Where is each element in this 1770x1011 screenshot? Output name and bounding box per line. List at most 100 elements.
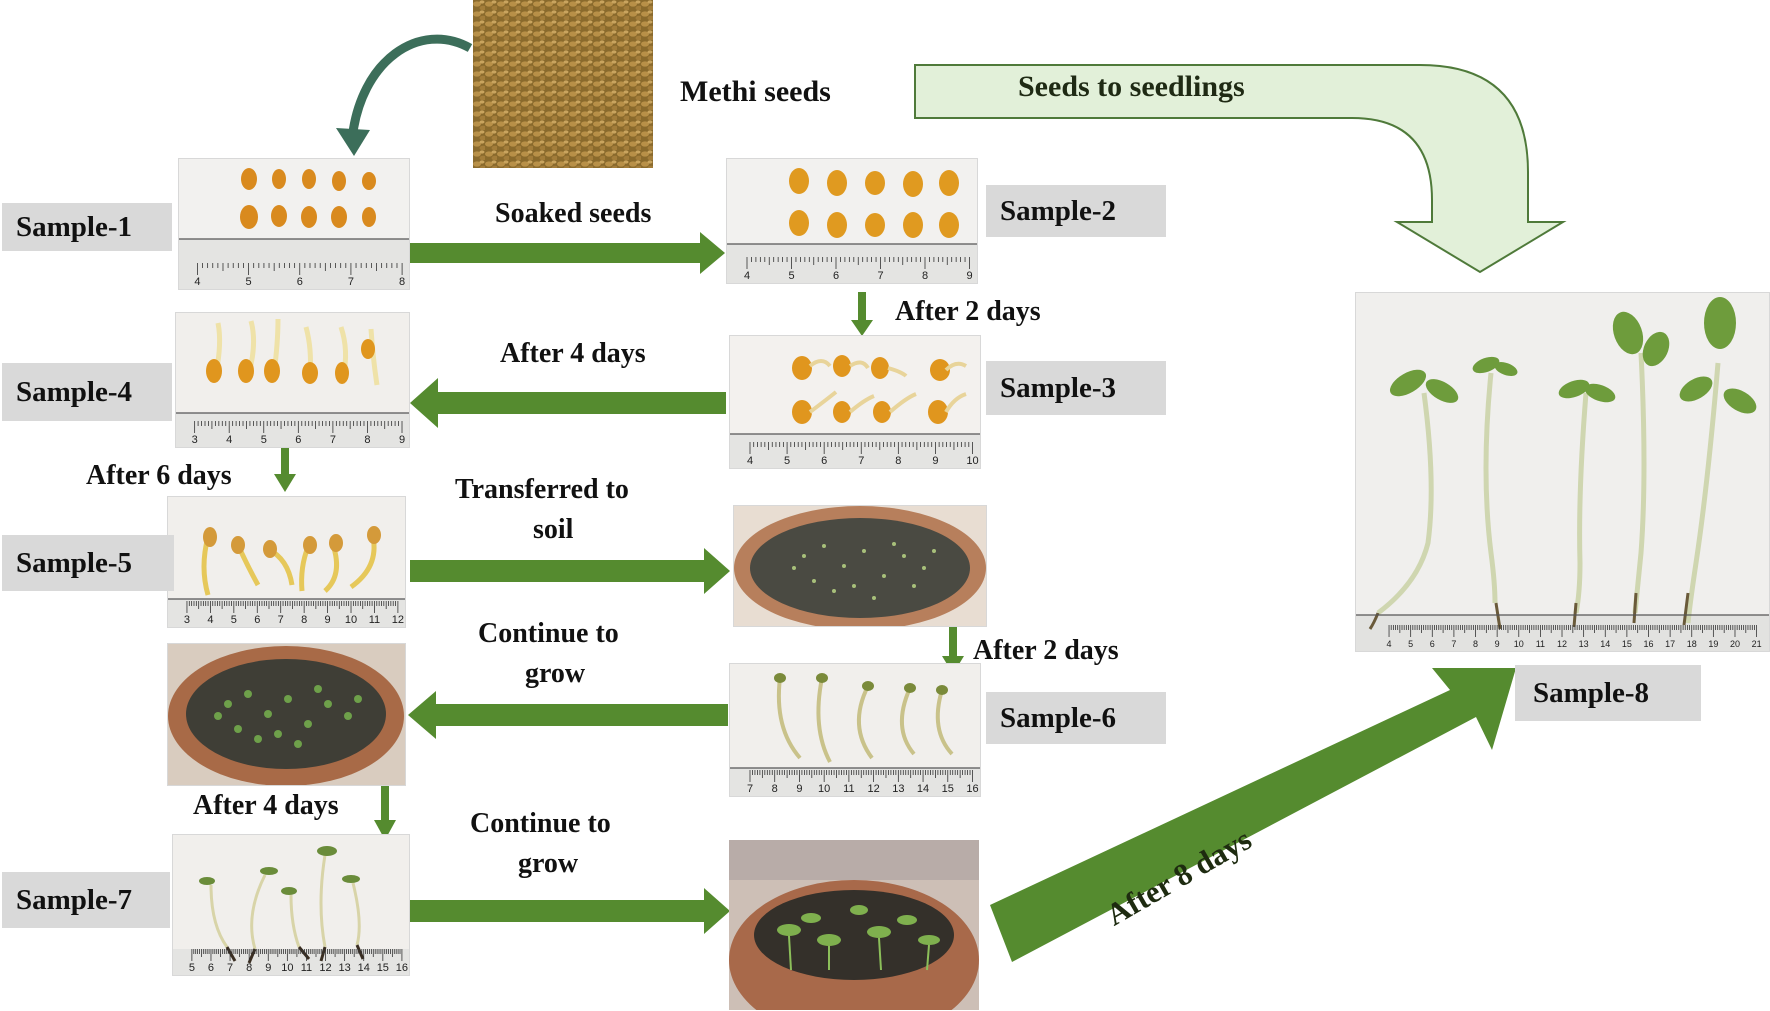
- ruler-tick-label: 4: [744, 270, 750, 282]
- arrow-s3-s4: [410, 378, 726, 428]
- ruler-tick-label: 11: [1536, 639, 1545, 649]
- methi-seeds-caption: Methi seeds: [680, 75, 831, 108]
- ruler-tick-label: 11: [301, 962, 312, 974]
- ruler-tick-label: 3: [192, 434, 198, 446]
- ruler-tick-label: 13: [339, 962, 351, 974]
- ruler-tick-label: 6: [295, 434, 301, 446]
- sample-7-label: Sample-7: [2, 872, 170, 928]
- ruler-tick-label: 12: [392, 614, 404, 626]
- pot-transferred-photo: [733, 505, 987, 627]
- ruler-tick-label: 12: [867, 783, 879, 795]
- ruler-tick-label: 20: [1730, 639, 1740, 649]
- ruler-tick-label: 8: [246, 962, 252, 974]
- ruler-tick-label: 8: [399, 276, 405, 288]
- after-6-days-caption: After 6 days: [86, 460, 232, 491]
- sample-4-label: Sample-4: [2, 363, 172, 421]
- ruler-tick-label: 4: [226, 434, 232, 446]
- ruler-tick-label: 15: [1622, 639, 1632, 649]
- ruler-tick-label: 12: [1557, 639, 1567, 649]
- ruler-tick-label: 21: [1752, 639, 1762, 649]
- sample-1-label: Sample-1: [2, 203, 172, 251]
- ruler-tick-label: 5: [246, 276, 252, 288]
- arrow-pot-s7: [374, 784, 396, 840]
- ruler-tick-label: 7: [877, 270, 883, 282]
- sample-6-photo: 7 8 9 10 11 12 13 14 15 16: [729, 663, 981, 797]
- ruler-tick-label: 7: [330, 434, 336, 446]
- seeds-to-seedlings-caption: Seeds to seedlings: [1018, 70, 1245, 103]
- sample-6-label: Sample-6: [986, 692, 1166, 744]
- ruler-tick-label: 8: [1473, 639, 1478, 649]
- arrow-s2-s3: [851, 292, 873, 336]
- arrow-s1-s2: [410, 232, 725, 274]
- ruler-tick-label: 13: [1579, 639, 1589, 649]
- ruler-tick-label: 18: [1687, 639, 1697, 649]
- ruler-tick-label: 6: [254, 614, 260, 626]
- ruler-tick-label: 6: [1430, 639, 1435, 649]
- ruler-tick-label: 8: [301, 614, 307, 626]
- ruler-tick-label: 14: [1600, 639, 1610, 649]
- ruler-tick-label: 7: [278, 614, 284, 626]
- ruler-tick-label: 4: [1387, 639, 1392, 649]
- after-2-days-caption-b: After 2 days: [973, 635, 1119, 666]
- ruler-tick-label: 4: [747, 455, 753, 467]
- continue-caption-b-line2: grow: [518, 848, 579, 879]
- ruler-tick-label: 16: [396, 962, 408, 974]
- ruler-tick-label: 8: [772, 783, 778, 795]
- ruler-tick-label: 15: [942, 783, 954, 795]
- after-4-days-caption-a: After 4 days: [500, 338, 646, 369]
- pot-seedlings-photo: [729, 840, 979, 1010]
- ruler-tick-label: 3: [184, 614, 190, 626]
- ruler-tick-label: 10: [818, 783, 830, 795]
- curved-arrow-head: [336, 128, 370, 156]
- ruler-tick-label: 19: [1708, 639, 1718, 649]
- ruler-tick-label: 7: [1451, 639, 1456, 649]
- ruler-tick-label: 14: [358, 962, 370, 974]
- transferred-caption-line2: soil: [533, 514, 574, 545]
- sample-3-label: Sample-3: [986, 361, 1166, 415]
- ruler-tick-label: 15: [377, 962, 389, 974]
- methi-seeds-photo: [473, 0, 653, 168]
- after-4-days-caption-b: After 4 days: [193, 790, 339, 821]
- ruler-tick-label: 6: [821, 455, 827, 467]
- ruler-tick-label: 13: [892, 783, 904, 795]
- ruler-tick-label: 9: [796, 783, 802, 795]
- arrow-s5-pot: [410, 548, 730, 594]
- ruler-tick-label: 9: [399, 434, 405, 446]
- continue-caption-a-line2: grow: [525, 658, 586, 689]
- sample-2-label: Sample-2: [986, 185, 1166, 237]
- ruler-tick-label: 5: [784, 455, 790, 467]
- arrow-s6-pot: [408, 691, 728, 739]
- ruler-tick-label: 5: [788, 270, 794, 282]
- seeds-to-seedlings-arrow: [914, 64, 1567, 274]
- ruler-tick-label: 7: [858, 455, 864, 467]
- ruler-tick-label: 7: [747, 783, 753, 795]
- ruler-tick-label: 16: [966, 783, 978, 795]
- ruler-tick-label: 14: [917, 783, 929, 795]
- pot-growing-photo: [167, 643, 406, 786]
- ruler-tick-label: 10: [1514, 639, 1524, 649]
- after-2-days-caption-a: After 2 days: [895, 296, 1041, 327]
- arrow-s4-s5: [274, 448, 296, 492]
- ruler-tick-label: 7: [348, 276, 354, 288]
- transferred-caption-line1: Transferred to: [455, 474, 629, 505]
- ruler-tick-label: 17: [1665, 639, 1675, 649]
- ruler-tick-label: 5: [231, 614, 237, 626]
- ruler-tick-label: 9: [325, 614, 331, 626]
- ruler-tick-label: 9: [966, 270, 972, 282]
- ruler-tick-label: 6: [297, 276, 303, 288]
- ruler-tick-label: 11: [843, 783, 854, 795]
- ruler-tick-label: 6: [833, 270, 839, 282]
